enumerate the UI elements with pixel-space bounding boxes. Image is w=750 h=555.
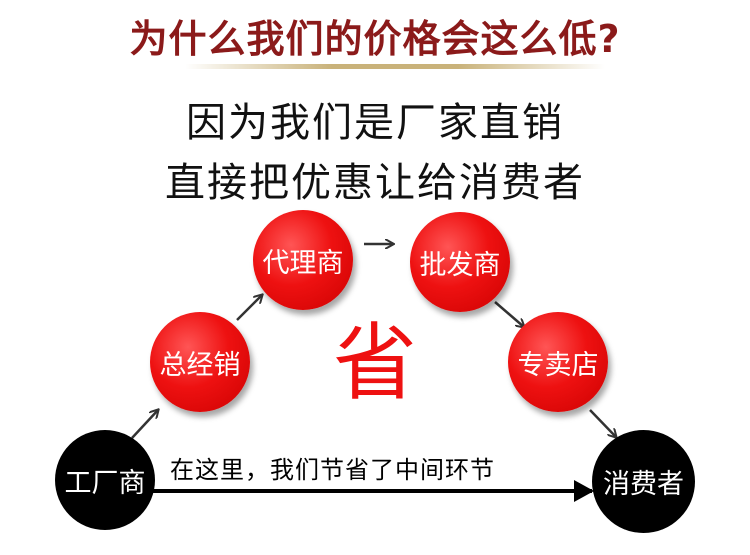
reason-line-1: 因为我们是厂家直销	[186, 100, 564, 146]
arrow-wholesaler-to-store	[494, 301, 524, 327]
reason-line-2: 直接把优惠让给消费者	[165, 160, 585, 206]
node-consumer: 消费者	[592, 430, 695, 533]
node-factory: 工厂商	[55, 430, 155, 530]
node-agent: 代理商	[253, 210, 353, 310]
node-store-label: 专卖店	[517, 349, 599, 381]
bottom-note: 在这里，我们节省了中间环节	[170, 456, 495, 484]
node-factory-label: 工厂商	[64, 467, 146, 499]
node-wholesaler: 批发商	[410, 212, 510, 312]
node-store: 专卖店	[508, 312, 608, 412]
arrow-store-to-consumer	[589, 409, 616, 437]
title-underline	[185, 64, 605, 69]
node-wholesaler-label: 批发商	[419, 249, 501, 281]
save-label: 省	[332, 314, 417, 412]
node-agent-label: 代理商	[262, 247, 344, 279]
page-title: 为什么我们的价格会这么低?	[129, 17, 621, 61]
node-distributor: 总经销	[150, 312, 250, 412]
node-distributor-label: 总经销	[159, 349, 241, 381]
node-consumer-label: 消费者	[603, 469, 684, 500]
arrow-factory-to-distributor	[131, 410, 158, 439]
arrow-distributor-to-agent	[236, 295, 262, 321]
